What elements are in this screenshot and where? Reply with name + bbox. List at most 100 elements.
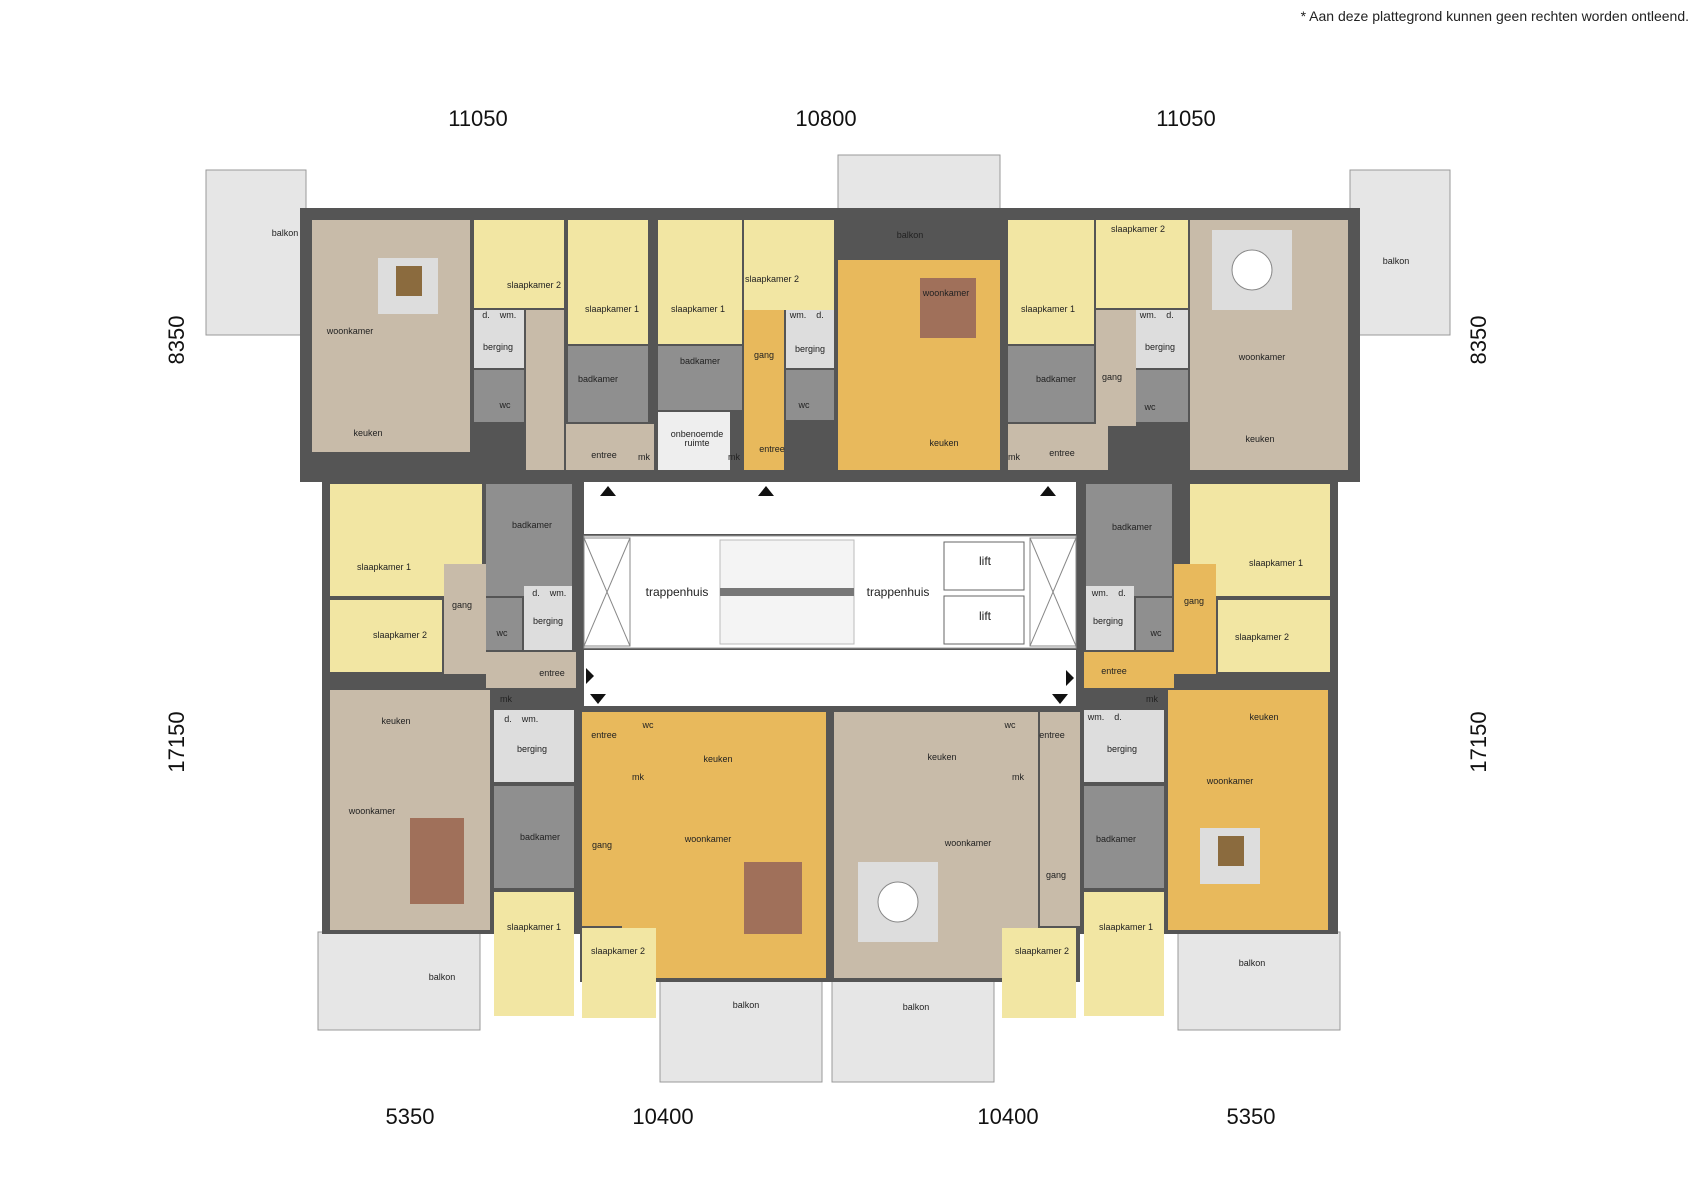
label-wc-e: wc [1150, 628, 1162, 638]
label-d-a: d. [482, 310, 490, 320]
label-wc-b: wc [798, 400, 810, 410]
label-d-c: d. [1166, 310, 1174, 320]
label-slaapkamer2-b: slaapkamer 2 [745, 274, 799, 284]
label-balkon-ne: balkon [1383, 256, 1410, 266]
lift-1 [943, 541, 1025, 591]
label-badkamer-b: badkamer [680, 356, 720, 366]
label-gang-s1: gang [592, 840, 612, 850]
label-woonkamer-top-center: woonkamer [922, 288, 970, 298]
label-mk-s2: mk [1012, 772, 1024, 782]
room-woonkamer-nw [312, 220, 470, 452]
label-woonkamer-nw: woonkamer [326, 326, 374, 336]
lift-2 [943, 595, 1025, 645]
dim-bottom-3: 10400 [977, 1104, 1038, 1129]
room-gang-e [1174, 564, 1216, 674]
room-gang-s2 [1040, 712, 1080, 926]
room-slaapkamer2-w [330, 600, 442, 672]
label-berging-w: berging [533, 616, 563, 626]
label-badkamer-w: badkamer [512, 520, 552, 530]
label-d-se: d. [1114, 712, 1122, 722]
room-slaapkamer1-se [1084, 892, 1164, 1016]
label-keuken-ne: keuken [1245, 434, 1274, 444]
room-badkamer-w [486, 484, 572, 596]
label-wm-c: wm. [1139, 310, 1157, 320]
room-wc-w [486, 598, 522, 650]
room-hall-a [526, 310, 564, 470]
label-entree-e: entree [1101, 666, 1127, 676]
dim-bottom-2: 10400 [632, 1104, 693, 1129]
label-wc-w: wc [496, 628, 508, 638]
room-gang-w [444, 564, 486, 674]
entrance-arrow-5 [1066, 670, 1074, 686]
room-slaapkamer1-b [658, 220, 742, 344]
label-entree-w: entree [539, 668, 565, 678]
label-gang-w: gang [452, 600, 472, 610]
label-keuken-nw: keuken [353, 428, 382, 438]
room-wc-e [1136, 598, 1172, 650]
label-d-b: d. [816, 310, 824, 320]
label-berging-e: berging [1093, 616, 1123, 626]
label-wm-a: wm. [499, 310, 517, 320]
room-woonkamer-se [1168, 690, 1328, 930]
label-woonkamer-sw: woonkamer [348, 806, 396, 816]
label-mk-s1: mk [632, 772, 644, 782]
label-balkon-top-center: balkon [897, 230, 924, 240]
entrance-arrow-3 [1040, 486, 1056, 496]
label-berging-se: berging [1107, 744, 1137, 754]
label-keuken-sw: keuken [381, 716, 410, 726]
label-mk-e: mk [1146, 694, 1158, 704]
label-wm-b: wm. [789, 310, 807, 320]
balcony-sw [317, 931, 481, 1031]
room-wc-a [474, 370, 524, 422]
room-entree-w [486, 652, 576, 688]
room-berging-c [1136, 310, 1188, 368]
room-gang-s1 [582, 712, 622, 926]
room-berging-e [1086, 586, 1134, 650]
room-badkamer-se [1084, 786, 1164, 888]
room-slaapkamer1-c [1008, 220, 1094, 344]
dim-bottom-1: 5350 [386, 1104, 435, 1129]
table-ne [1231, 249, 1273, 291]
label-slaapkamer2-w: slaapkamer 2 [373, 630, 427, 640]
label-entree-c: entree [1049, 448, 1075, 458]
label-woonkamer-s1: woonkamer [684, 834, 732, 844]
room-slaapkamer2-e [1218, 600, 1330, 672]
label-wm-w: wm. [549, 588, 567, 598]
entrance-arrow-6 [590, 694, 606, 704]
label-slaapkamer1-se: slaapkamer 1 [1099, 922, 1153, 932]
room-slaapkamer1-a [568, 220, 648, 344]
label-entree-s2: entree [1039, 730, 1065, 740]
rug-top-center [920, 278, 976, 338]
dim-bottom-4: 5350 [1227, 1104, 1276, 1129]
label-lift-1: lift [979, 554, 992, 568]
label-mk-b: mk [728, 452, 740, 462]
label-woonkamer-ne: woonkamer [1238, 352, 1286, 362]
dim-left-2: 17150 [164, 711, 189, 772]
table-s2 [877, 881, 919, 923]
label-gang-b: gang [754, 350, 774, 360]
label-slaapkamer1-w: slaapkamer 1 [357, 562, 411, 572]
room-wc-b [786, 370, 834, 420]
label-entree-s1: entree [591, 730, 617, 740]
label-badkamer-c: badkamer [1036, 374, 1076, 384]
label-d-sw: d. [504, 714, 512, 724]
label-gang-e: gang [1184, 596, 1204, 606]
corridor-top [584, 482, 1076, 534]
room-berging-w [524, 586, 572, 650]
label-berging-a: berging [483, 342, 513, 352]
label-slaapkamer1-c: slaapkamer 1 [1021, 304, 1075, 314]
room-entree-e [1084, 652, 1174, 688]
label-badkamer-a: badkamer [578, 374, 618, 384]
label-keuken-s2: keuken [927, 752, 956, 762]
label-wc-s1: wc [642, 720, 654, 730]
label-wm-sw: wm. [521, 714, 539, 724]
label-mk-c: mk [1008, 452, 1020, 462]
room-berging-b [786, 310, 834, 368]
corridor-bottom [584, 650, 1076, 706]
label-balkon-nw: balkon [272, 228, 299, 238]
label-lift-2: lift [979, 609, 992, 623]
label-gang-s2: gang [1046, 870, 1066, 880]
room-wc-c [1136, 370, 1188, 422]
balcony-ne [1349, 169, 1451, 336]
